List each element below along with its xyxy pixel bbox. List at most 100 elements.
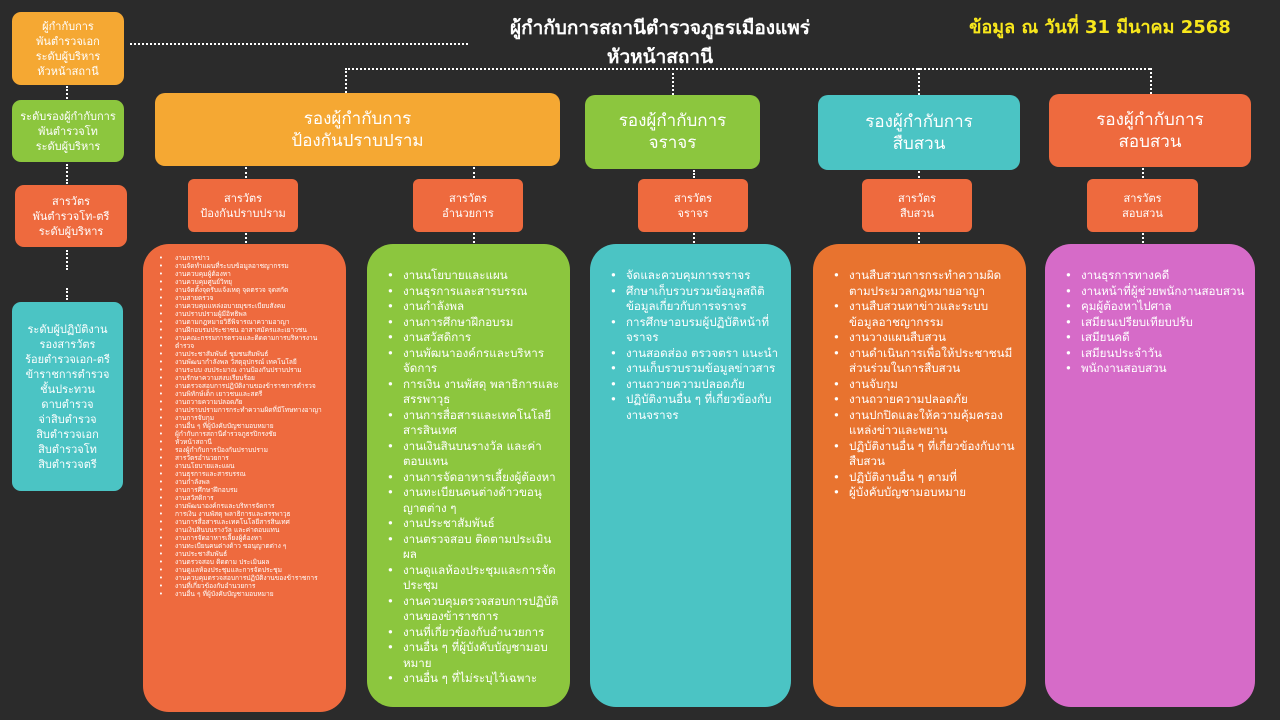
list-item: งานสืบสวนหาข่าวและระบบข้อมูลอาชญากรรม bbox=[825, 299, 1016, 330]
list-item: งานควบคุมแหล่งอบายมุขระเบียบสังคม bbox=[157, 302, 336, 310]
box-text-line: ระดับรองผู้กำกับการ bbox=[20, 109, 116, 123]
box-text-line: สารวัตร bbox=[51, 194, 91, 208]
list-item: งานวางแผนสืบสวน bbox=[825, 330, 1016, 346]
list-item: งานการสื่อสารและเทคโนโลยีสารสินเทศ bbox=[157, 518, 336, 526]
box-text-line: สารวัตร bbox=[448, 191, 488, 205]
level-deputy-superintendent: ระดับรองผู้กำกับการพันตำรวจโทระดับผู้บริ… bbox=[12, 100, 124, 162]
list-item: ปฏิบัติงานอื่น ๆ ที่เกี่ยวข้องกับงานจราจ… bbox=[602, 392, 781, 423]
list-item: งานที่เกี่ยวข้องกับอำนวยการ bbox=[157, 582, 336, 590]
inspector-investigation: สารวัตรสืบสวน bbox=[862, 179, 972, 232]
box-text-line: สอบสวน bbox=[1122, 206, 1163, 220]
list-item: งานการจัดอาหารเลี้ยงผู้ต้องหา bbox=[379, 470, 560, 486]
connector bbox=[66, 250, 68, 270]
box-text-line: ข้าราชการตำรวจ bbox=[25, 367, 110, 381]
list-item: งานจัดตั้งจุดรับแจ้งเหตุ จุดตรวจ จุดสกัด bbox=[157, 286, 336, 294]
list-item: งานสายตรวจ bbox=[157, 294, 336, 302]
list-item: รองผู้กำกับการป้องกันปราบปราม bbox=[157, 446, 336, 454]
list-item: งานการจัดอาหารเลี้ยงผู้ต้องหา bbox=[157, 534, 336, 542]
connector bbox=[66, 86, 68, 99]
connector bbox=[345, 68, 347, 93]
list-item: งานธุรการและสารบรรณ bbox=[157, 470, 336, 478]
list-item: งานพัฒนาองค์กรและบริหารจัดการ bbox=[157, 502, 336, 510]
connector bbox=[245, 233, 247, 243]
box-text-line: สารวัตร bbox=[1123, 191, 1162, 205]
deputy-crime-suppression: รองผู้กำกับการป้องกันปราบปราม bbox=[155, 93, 560, 166]
list-item: ปฏิบัติงานอื่น ๆ ที่เกี่ยวข้องกับงานสืบส… bbox=[825, 439, 1016, 470]
list-item: งานจับกุม bbox=[825, 377, 1016, 393]
list-item: งานนโยบายและแผน bbox=[379, 268, 560, 284]
deputy-traffic: รองผู้กำกับการจราจร bbox=[585, 95, 760, 169]
connector bbox=[66, 288, 68, 300]
box-text-line: ร้อยตำรวจเอก-ตรี bbox=[25, 352, 110, 366]
list-item: งานสวัสดิการ bbox=[379, 330, 560, 346]
box-text-line: ดาบตำรวจ bbox=[41, 397, 94, 411]
level-operational: ระดับผู้ปฏิบัติงานรองสารวัตรร้อยตำรวจเอก… bbox=[12, 302, 123, 491]
box-text-line: รองสารวัตร bbox=[39, 337, 96, 351]
inspector-inquiry: สารวัตรสอบสวน bbox=[1087, 179, 1198, 232]
list-item: งานอื่น ๆ ที่ผู้บังคับบัญชามอบหมาย bbox=[157, 590, 336, 598]
list-item: งานเงินสินบนรางวัล และค่าตอบแทน bbox=[379, 439, 560, 470]
deputy-inquiry: รองผู้กำกับการสอบสวน bbox=[1049, 94, 1251, 167]
list-item: พนักงานสอบสวน bbox=[1057, 361, 1245, 377]
list-item: ศึกษาเก็บรวบรวมข้อมูลสถิติข้อมูลเกี่ยวกั… bbox=[602, 284, 781, 315]
connector bbox=[473, 233, 475, 243]
connector bbox=[473, 167, 475, 178]
box-text-line: รองผู้กำกับการ bbox=[618, 111, 727, 131]
list-item: งานกำลังพล bbox=[157, 478, 336, 486]
list-item: งานประชาสัมพันธ์ bbox=[379, 516, 560, 532]
level-superintendent: ผู้กำกับการพันตำรวจเอกระดับผู้บริหารหัวห… bbox=[12, 12, 124, 85]
list-item: งานกำลังพล bbox=[379, 299, 560, 315]
list-item: เสมียนเปรียบเทียบปรับ bbox=[1057, 315, 1245, 331]
box-text-line: รองผู้กำกับการ bbox=[1096, 109, 1204, 130]
list-item: งานรักษาความสงบเรียบร้อย bbox=[157, 374, 336, 382]
list-item: งานปราบปรามการกระทำความผิดที่มีโทษทางอาญ… bbox=[157, 406, 336, 414]
level-inspector: สารวัตรพันตำรวจโท-ตรีระดับผู้บริหาร bbox=[15, 185, 127, 247]
connector bbox=[1142, 233, 1144, 243]
duty-list: จัดและควบคุมการจราจรศึกษาเก็บรวบรวมข้อมู… bbox=[602, 268, 781, 423]
list-item: งานสืบสวนการกระทำความผิดตามประมวลกฎหมายอ… bbox=[825, 268, 1016, 299]
connector bbox=[66, 164, 68, 184]
connector bbox=[672, 68, 674, 95]
list-item: งานการศึกษาฝึกอบรม bbox=[157, 486, 336, 494]
box-text-line: พันตำรวจโท-ตรี bbox=[32, 209, 110, 223]
connector bbox=[918, 68, 920, 95]
list-item: สารวัตรอำนวยการ bbox=[157, 454, 336, 462]
list-item: เสมียนคดี bbox=[1057, 330, 1245, 346]
box-text-line: ป้องกันปราบปราม bbox=[291, 130, 424, 151]
list-item: งานควบคุมตรวจสอบการปฏิบัติงานของข้าราชกา… bbox=[157, 574, 336, 582]
list-item: ปฏิบัติงานอื่น ๆ ตามที่ bbox=[825, 470, 1016, 486]
list-item: งานพิทักษ์เด็ก เยาวชนและสตรี bbox=[157, 390, 336, 398]
duties-inquiry: งานธุรการทางคดีงานหน้าที่ผู้ช่วยพนักงานส… bbox=[1045, 244, 1255, 707]
list-item: การเงิน งานพัสดุ พลาธิการและสรรพาวุธ bbox=[379, 377, 560, 408]
box-text-line: พันตำรวจเอก bbox=[36, 34, 100, 48]
duty-list: งานการข่าวงานจัดทำแผนที่ระบบข้อมูลอาชญาก… bbox=[157, 254, 336, 598]
box-text-line: อำนวยการ bbox=[442, 206, 494, 220]
box-text-line: ระดับผู้ปฏิบัติงาน bbox=[27, 322, 108, 336]
list-item: งานการสื่อสารและเทคโนโลยีสารสินเทศ bbox=[379, 408, 560, 439]
box-text-line: สารวัตร bbox=[673, 191, 713, 205]
box-text-line: รองผู้กำกับการ bbox=[303, 108, 412, 129]
list-item: งานจัดทำแผนที่ระบบข้อมูลอาชญากรรม bbox=[157, 262, 336, 270]
duties-traffic: จัดและควบคุมการจราจรศึกษาเก็บรวบรวมข้อมู… bbox=[590, 244, 791, 707]
box-text-line: สารวัตร bbox=[223, 191, 263, 205]
list-item: งานทะเบียนคนต่างด้าว ขอนุญาตต่าง ๆ bbox=[157, 542, 336, 550]
list-item: งานอื่น ๆ ที่ไม่ระบุไว้เฉพาะ bbox=[379, 671, 560, 687]
list-item: งานตามกฎหมายวิธีพิจารณาความอาญา bbox=[157, 318, 336, 326]
list-item: จัดและควบคุมการจราจร bbox=[602, 268, 781, 284]
connector bbox=[245, 167, 247, 178]
list-item: การศึกษาอบรมผู้ปฏิบัติหน้าที่จราจร bbox=[602, 315, 781, 346]
list-item: งานพัฒนาองค์กรและบริหารจัดการ bbox=[379, 346, 560, 377]
list-item: งานอื่น ๆ ที่ผู้บังคับบัญชามอบหมาย bbox=[379, 640, 560, 671]
list-item: ผู้กำกับการสถานีตำรวจภูธรปิกรงชัย bbox=[157, 430, 336, 438]
list-item: งานพัฒนากำลังพล วัสดุอุปกรณ์ เทคโนโลยี bbox=[157, 358, 336, 366]
list-item: งานระบบ งบประมาณ งานป้องกันปราบปราม bbox=[157, 366, 336, 374]
box-text-line: สิบตำรวจตรี bbox=[38, 457, 97, 471]
list-item: งานเก็บรวบรวมข้อมูลข่าวสาร bbox=[602, 361, 781, 377]
connector bbox=[345, 68, 1150, 70]
list-item: งานการศึกษาฝึกอบรม bbox=[379, 315, 560, 331]
list-item: เสมียนประจำวัน bbox=[1057, 346, 1245, 362]
connector bbox=[693, 233, 695, 243]
list-item: หัวหน้าสถานี bbox=[157, 438, 336, 446]
connector bbox=[1142, 168, 1144, 178]
list-item: งานถวายความปลอดภัย bbox=[825, 392, 1016, 408]
